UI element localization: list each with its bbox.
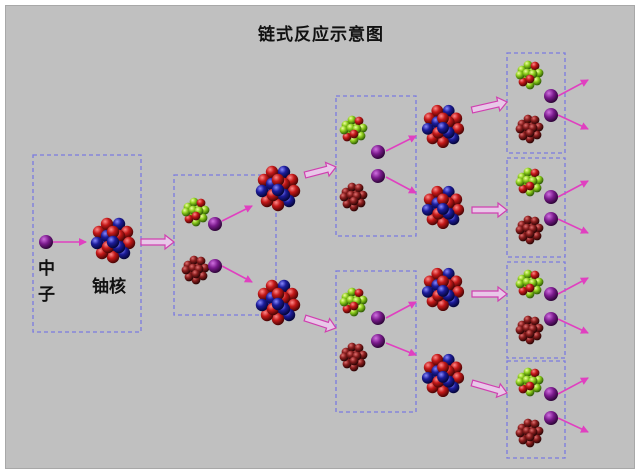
neutron-arrow [557, 218, 589, 234]
light-fragment [515, 269, 544, 299]
neutron-arrow [385, 176, 417, 194]
neutron-arrow [557, 318, 589, 334]
neutron [544, 312, 558, 326]
reaction-arrow [470, 379, 508, 399]
uranium-nucleus [255, 165, 301, 212]
neutron [39, 235, 53, 249]
reaction-arrow [471, 201, 508, 219]
light-fragment [339, 287, 368, 317]
reaction-arrow [471, 285, 508, 303]
reaction-arrow [303, 161, 337, 179]
neutron [208, 217, 222, 231]
uranium-nucleus [421, 185, 465, 230]
stage-box [506, 157, 566, 258]
neutron-arrow [557, 114, 589, 130]
light-fragment [339, 115, 368, 145]
neutron-arrow [385, 301, 417, 319]
neutron-arrow [557, 377, 589, 395]
neutron-arrow [385, 135, 417, 152]
stage-box [506, 261, 566, 359]
stage-box [506, 360, 566, 459]
label-neutron-2: 子 [38, 285, 55, 305]
neutron [544, 190, 558, 204]
reaction-arrow [470, 96, 508, 114]
heavy-fragment [339, 182, 368, 212]
heavy-fragment [339, 342, 368, 372]
neutron-arrow [221, 265, 253, 283]
stage-box [173, 174, 277, 316]
neutron [544, 108, 558, 122]
stage-box [506, 52, 566, 154]
neutron-arrow [557, 180, 589, 198]
neutron [544, 387, 558, 401]
neutron-arrow [557, 277, 589, 295]
uranium-nucleus [421, 353, 465, 398]
neutron [544, 411, 558, 425]
light-fragment [181, 197, 210, 227]
neutron [544, 89, 558, 103]
neutron-arrow [557, 417, 589, 433]
heavy-fragment [515, 215, 544, 245]
heavy-fragment [515, 418, 544, 448]
stage-box [335, 270, 417, 413]
light-fragment [515, 367, 544, 397]
light-fragment [515, 167, 544, 197]
heavy-fragment [515, 114, 544, 144]
reaction-arrow [140, 233, 175, 251]
neutron [208, 259, 222, 273]
uranium-nucleus [255, 279, 301, 326]
neutron [371, 311, 385, 325]
light-fragment [515, 60, 544, 90]
neutron-arrow [385, 342, 417, 357]
neutron [544, 212, 558, 226]
neutron [544, 287, 558, 301]
neutron-arrow [221, 205, 253, 222]
reaction-arrow [303, 314, 337, 333]
neutron-arrow [557, 79, 589, 97]
heavy-fragment [515, 315, 544, 345]
label-neutron-1: 中 [38, 259, 55, 279]
uranium-nucleus [90, 217, 136, 264]
diagram-title: 链式反应示意图 [258, 25, 384, 45]
uranium-nucleus [421, 267, 465, 312]
neutron [371, 334, 385, 348]
uranium-nucleus [421, 104, 465, 149]
neutron [371, 169, 385, 183]
neutron [371, 145, 385, 159]
heavy-fragment [181, 255, 210, 285]
stage-box [335, 95, 417, 237]
label-uranium-nucleus: 铀核 [92, 277, 126, 297]
